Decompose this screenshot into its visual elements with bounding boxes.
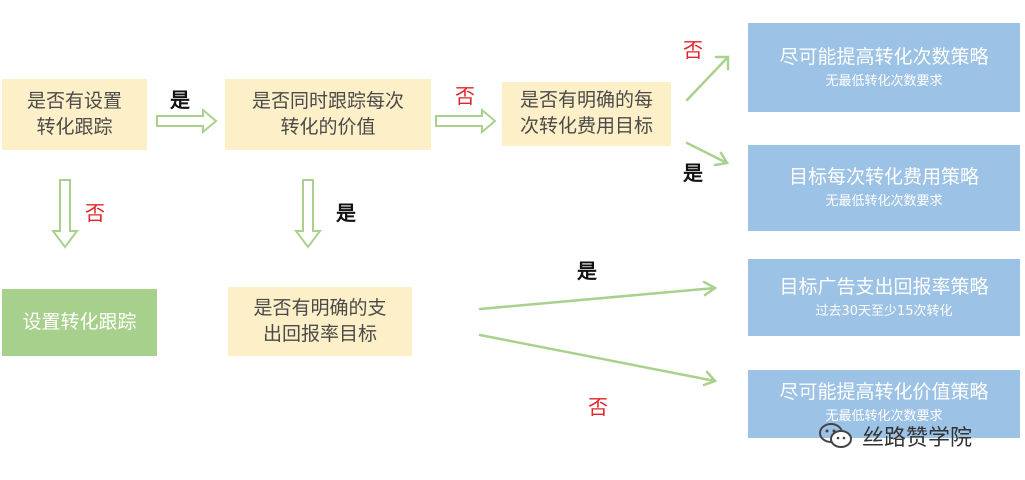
arrow-q4-r4 [478, 333, 717, 383]
arrow-q1-down [51, 179, 79, 249]
wechat-icon [819, 423, 852, 448]
result-target-roas-title: 目标广告支出回报率策略 [779, 275, 989, 298]
result-max-conversion-value-sub: 无最低转化次数要求 [825, 408, 943, 424]
watermark: 丝路赞学院 [818, 420, 972, 452]
result-target-roas-sub: 过去30天至少15次转化 [815, 303, 953, 319]
arrow-q3-r1 [685, 55, 730, 102]
label-no-q2-q3: 否 [455, 84, 475, 108]
label-yes-q1-q2: 是 [170, 88, 190, 112]
question-conversion-tracking: 是否有设置 转化跟踪 [2, 79, 147, 150]
label-yes-q3-r2: 是 [683, 161, 703, 185]
result-target-cpa-sub: 无最低转化次数要求 [825, 194, 943, 210]
question-roas-target-text: 是否有明确的支 出回报率目标 [253, 296, 387, 345]
label-yes-q4-r3: 是 [577, 259, 597, 283]
question-conversion-tracking-text: 是否有设置 转化跟踪 [26, 89, 122, 138]
arrow-q1-q2 [156, 107, 218, 135]
question-track-value-text: 是否同时跟踪每次 转化的价值 [251, 89, 404, 138]
result-max-conversions: 尽可能提高转化次数策略 无最低转化次数要求 [748, 23, 1020, 112]
arrow-q2-down [294, 179, 322, 249]
result-setup-tracking: 设置转化跟踪 [2, 289, 157, 356]
label-yes-q2-down: 是 [336, 201, 356, 225]
question-roas-target: 是否有明确的支 出回报率目标 [228, 287, 412, 356]
result-max-conversions-sub: 无最低转化次数要求 [825, 73, 943, 89]
label-no-q1-down: 否 [85, 201, 105, 225]
arrow-q3-r2 [685, 141, 729, 165]
watermark-text: 丝路赞学院 [862, 426, 973, 451]
label-no-q4-r4: 否 [588, 395, 608, 419]
question-cpa-target-text: 是否有明确的每 次转化费用目标 [519, 89, 653, 137]
result-target-cpa-title: 目标每次转化费用策略 [788, 166, 979, 189]
arrow-q4-r3 [478, 286, 717, 311]
question-cpa-target: 是否有明确的每 次转化费用目标 [502, 82, 671, 146]
label-no-q3-r1: 否 [683, 38, 703, 62]
arrow-q2-q3 [435, 107, 497, 135]
result-max-conversions-title: 尽可能提高转化次数策略 [779, 45, 989, 68]
result-max-conversion-value: 尽可能提高转化价值策略 无最低转化次数要求 [748, 370, 1020, 438]
result-target-cpa: 目标每次转化费用策略 无最低转化次数要求 [748, 145, 1020, 231]
question-track-value: 是否同时跟踪每次 转化的价值 [225, 79, 431, 150]
result-max-conversion-value-title: 尽可能提高转化价值策略 [779, 381, 989, 403]
result-setup-tracking-text: 设置转化跟踪 [22, 310, 137, 333]
result-target-roas: 目标广告支出回报率策略 过去30天至少15次转化 [748, 259, 1020, 336]
